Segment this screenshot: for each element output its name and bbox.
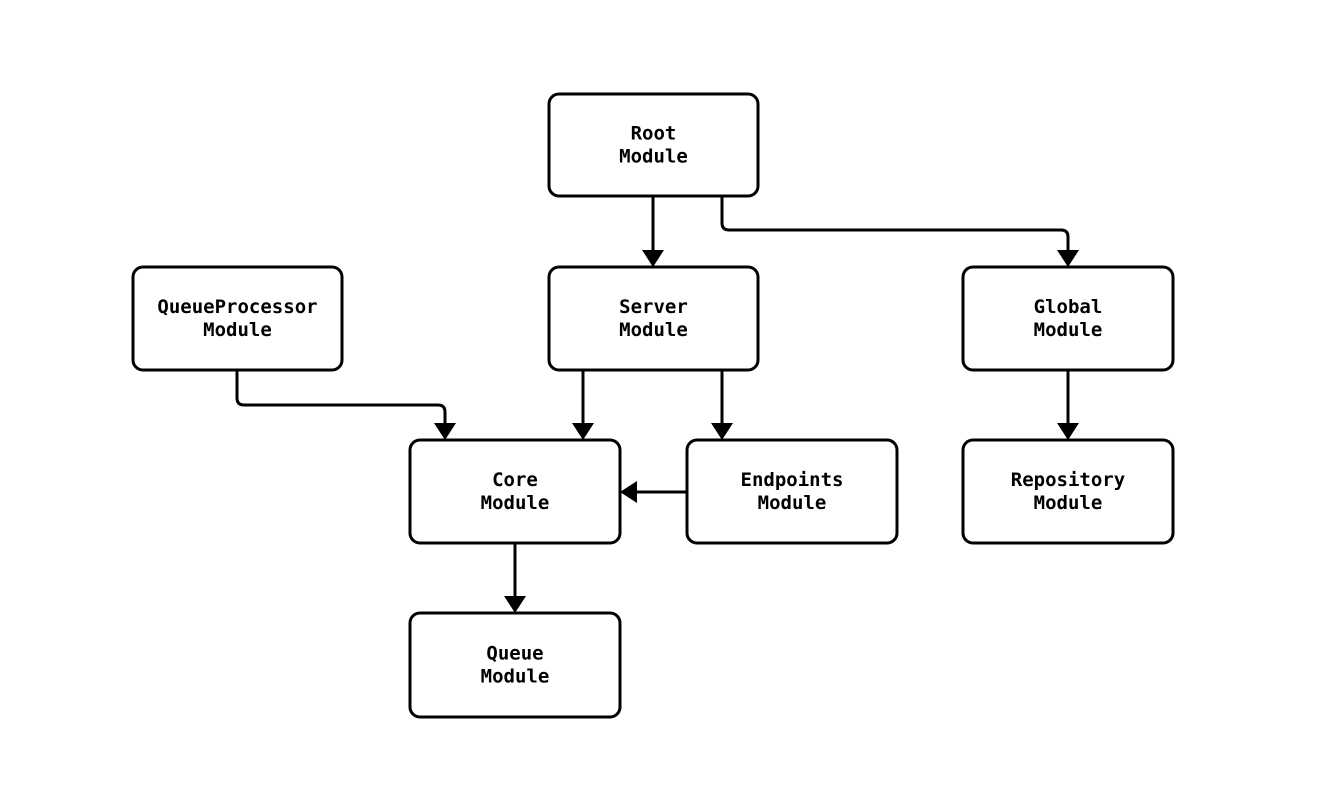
edge-server-to-core <box>572 370 594 440</box>
edge-root-to-global <box>720 196 1079 267</box>
node-label-name: Root <box>631 123 677 145</box>
node-label-suffix: Module <box>1034 319 1103 341</box>
edge-root-to-server <box>642 196 664 267</box>
node-label-name: Endpoints <box>741 469 844 491</box>
edge-global-to-repository <box>1057 370 1079 440</box>
edge-arrowhead <box>504 596 526 613</box>
node-label-suffix: Module <box>1034 492 1103 514</box>
edge-line <box>235 370 447 423</box>
nodes-layer: RootModuleQueueProcessorModuleServerModu… <box>131 92 1175 719</box>
node-box[interactable] <box>547 92 760 198</box>
node-label-name: Server <box>619 296 688 318</box>
edge-core-to-queue <box>504 543 526 613</box>
edges-layer <box>235 196 1079 613</box>
edge-queueprocessor-to-core <box>235 370 456 440</box>
node-label-name: Core <box>492 469 538 491</box>
node-label-suffix: Module <box>619 319 688 341</box>
edge-arrowhead <box>434 423 456 440</box>
node-box[interactable] <box>961 438 1175 545</box>
node-label-suffix: Module <box>203 319 272 341</box>
node-box[interactable] <box>547 265 760 372</box>
node-box[interactable] <box>408 438 622 545</box>
node-label-suffix: Module <box>758 492 827 514</box>
node-label-name: QueueProcessor <box>157 296 317 318</box>
node-label-suffix: Module <box>619 146 688 168</box>
edge-arrowhead <box>642 250 664 267</box>
node-label-name: Global <box>1034 296 1103 318</box>
node-box[interactable] <box>961 265 1175 372</box>
edge-arrowhead <box>1057 423 1079 440</box>
node-label-name: Queue <box>486 643 543 665</box>
node-box[interactable] <box>685 438 899 545</box>
edge-endpoints-to-core <box>620 481 687 503</box>
edge-arrowhead <box>711 423 733 440</box>
edge-arrowhead <box>1057 250 1079 267</box>
node-label-suffix: Module <box>481 492 550 514</box>
node-label-suffix: Module <box>481 666 550 688</box>
edge-arrowhead <box>572 423 594 440</box>
edge-arrowhead <box>620 481 637 503</box>
edge-server-to-endpoints <box>711 370 733 440</box>
node-label-name: Repository <box>1011 469 1125 491</box>
edge-line <box>720 196 1070 250</box>
node-box[interactable] <box>408 611 622 719</box>
node-box[interactable] <box>131 265 344 372</box>
